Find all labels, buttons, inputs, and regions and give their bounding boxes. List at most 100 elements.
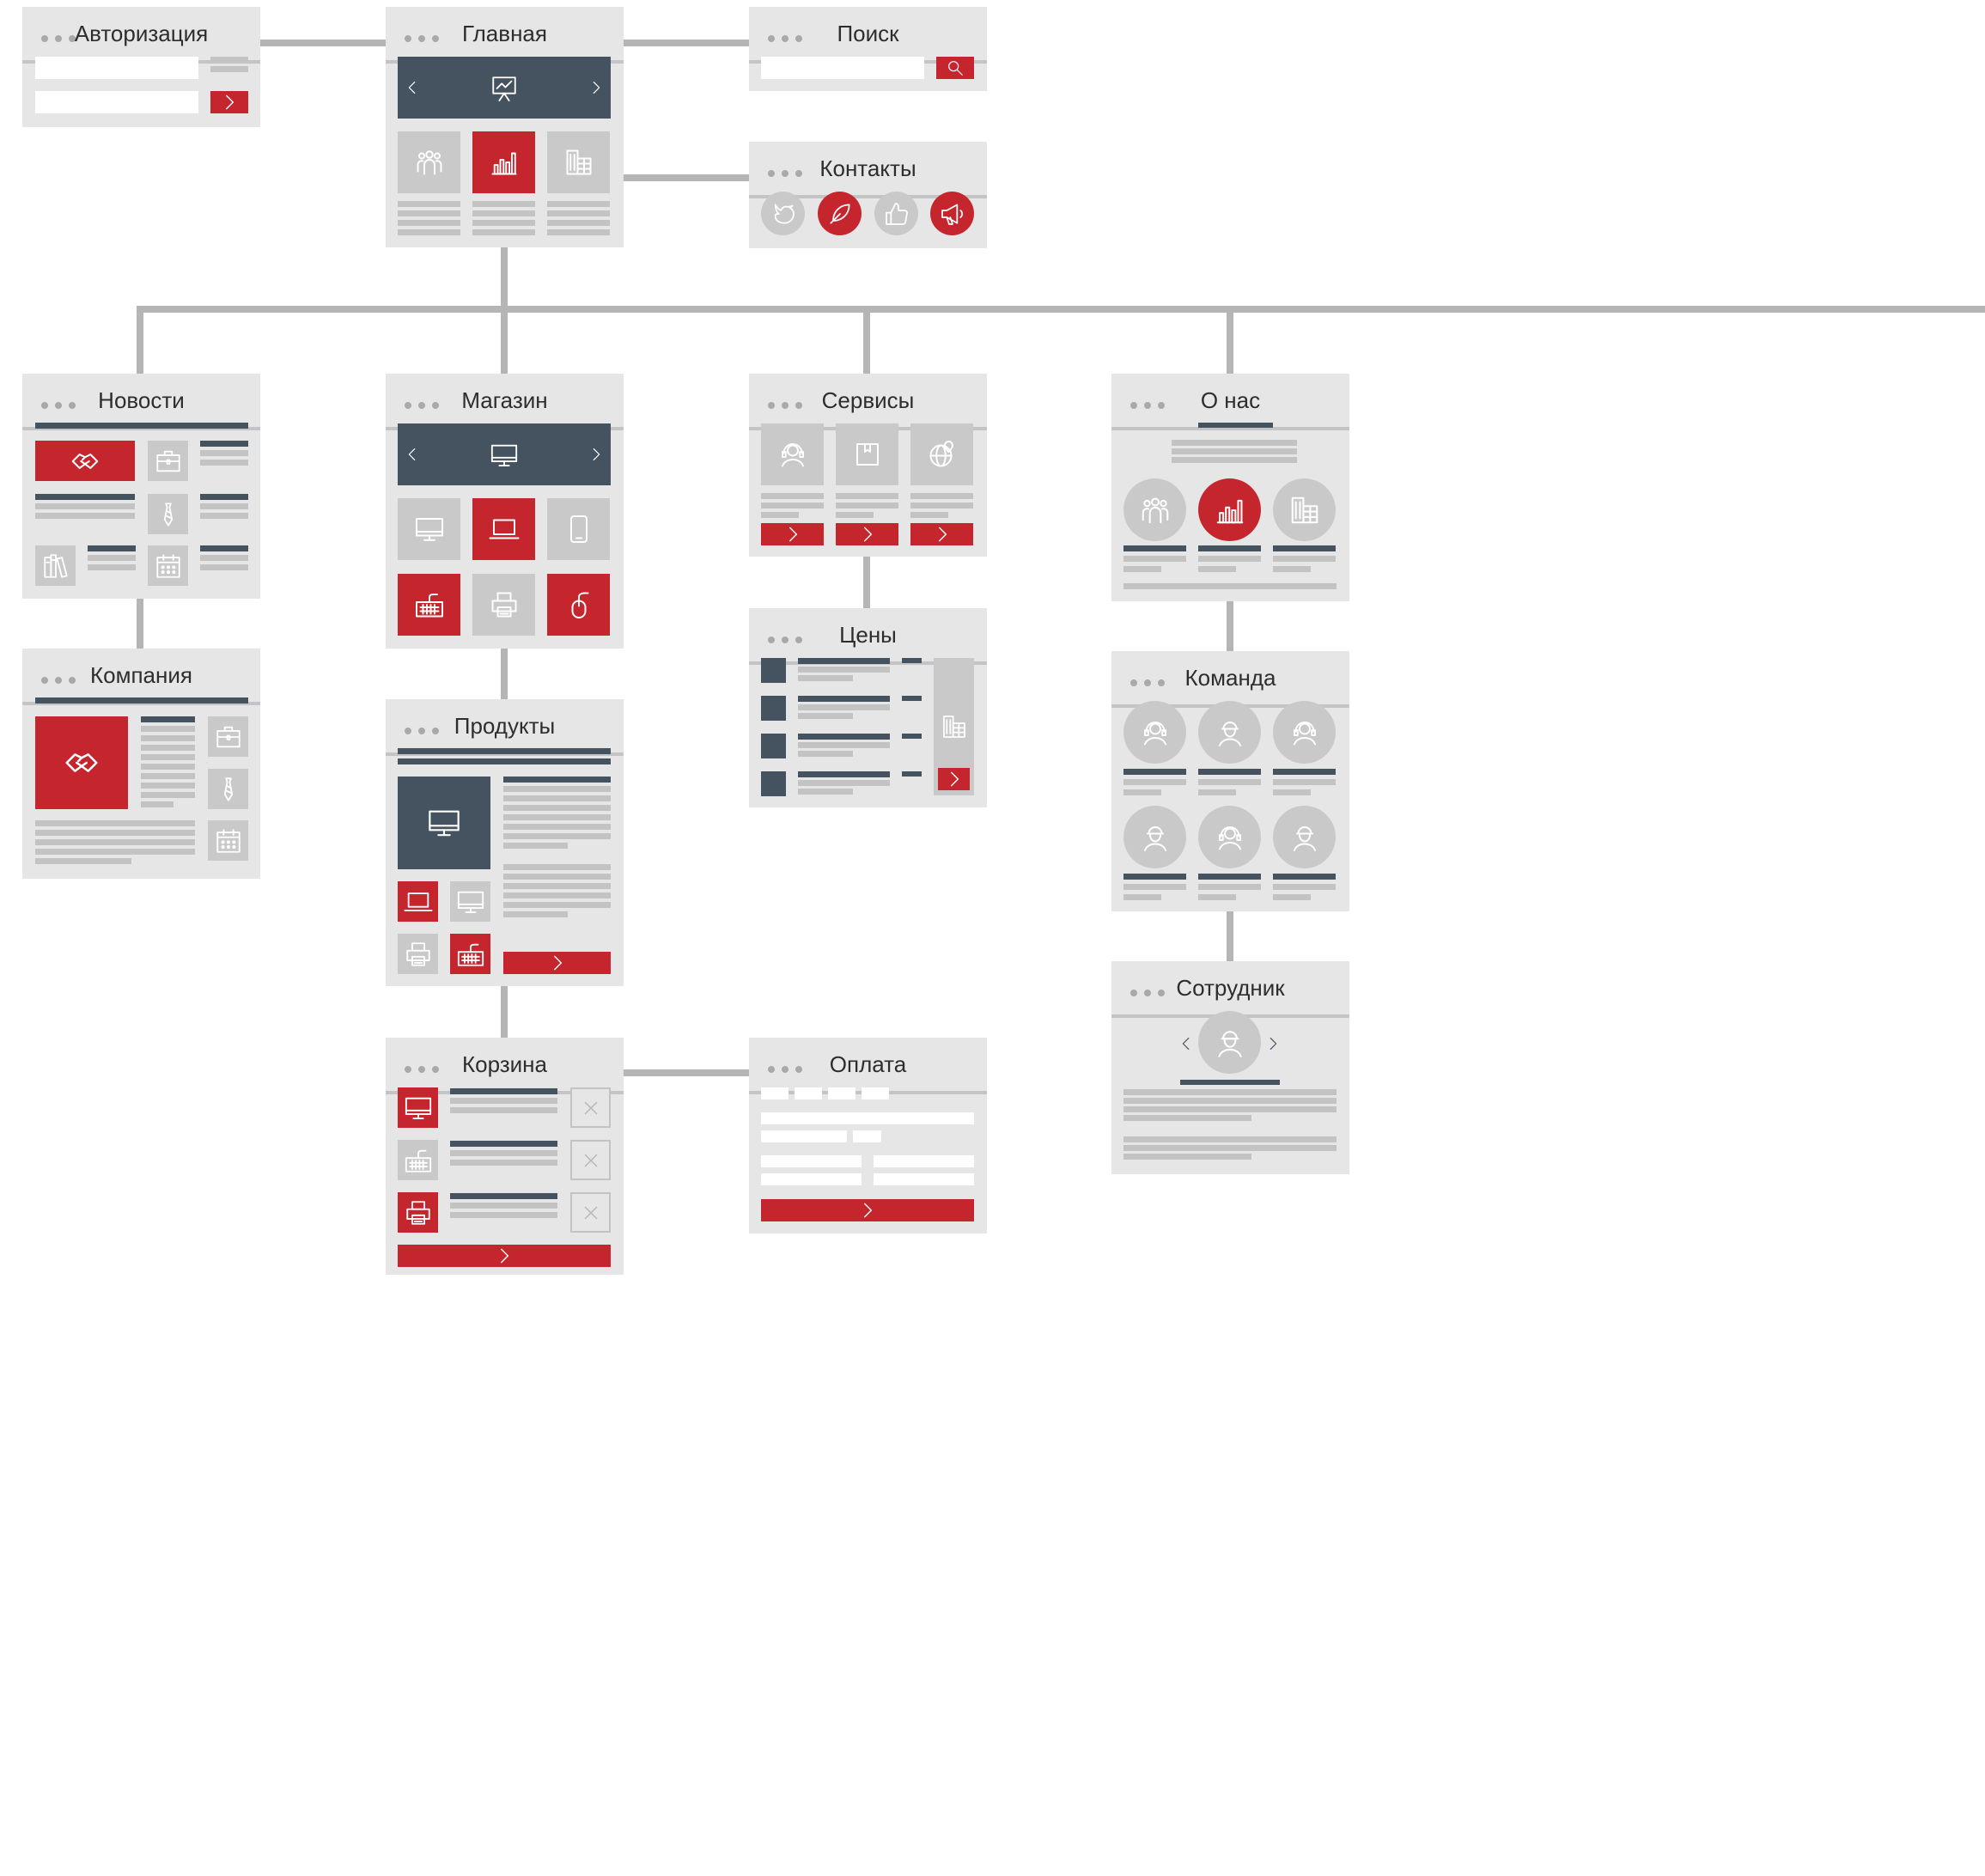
login-button[interactable]	[210, 91, 248, 113]
city-field[interactable]	[874, 1155, 974, 1167]
window-dots	[41, 31, 82, 42]
headset-icon-tile[interactable]	[1123, 701, 1186, 764]
worker-icon-tile[interactable]	[1273, 806, 1336, 868]
cvc-field[interactable]	[853, 1130, 881, 1142]
service-button[interactable]	[836, 523, 898, 545]
expiry-field[interactable]	[761, 1130, 847, 1142]
headset-icon-tile[interactable]	[1198, 806, 1261, 868]
remove-item-button[interactable]	[570, 1140, 611, 1180]
card-number-field[interactable]	[795, 1087, 822, 1099]
handshake-icon-tile[interactable]	[35, 441, 135, 481]
briefcase-icon-tile[interactable]	[148, 441, 188, 481]
search-input[interactable]	[761, 57, 924, 79]
text-line	[547, 220, 610, 226]
calendar-icon-tile[interactable]	[148, 545, 188, 586]
buildings-icon-tile[interactable]	[547, 131, 610, 193]
buy-button[interactable]	[503, 952, 611, 974]
monitor-icon-tile[interactable]	[398, 498, 460, 560]
printer-icon-tile[interactable]	[398, 934, 438, 974]
text-line	[200, 441, 248, 447]
text-line	[35, 830, 195, 836]
card-number-field[interactable]	[862, 1087, 889, 1099]
text-line	[1198, 769, 1261, 775]
mouse-icon-tile[interactable]	[547, 574, 610, 636]
globe-pin-icon-tile[interactable]	[910, 423, 973, 485]
headset-icon-tile[interactable]	[1273, 701, 1336, 764]
thumbs-up-icon-tile[interactable]	[874, 192, 918, 235]
pay-button[interactable]	[761, 1199, 974, 1221]
tablet-icon-tile[interactable]	[547, 498, 610, 560]
headset-icon	[1218, 825, 1241, 850]
remove-item-button[interactable]	[570, 1192, 611, 1233]
text-line	[1123, 1154, 1251, 1160]
text-line	[141, 792, 195, 798]
chevron-right-icon-tile[interactable]	[1263, 1032, 1282, 1056]
worker-icon-tile[interactable]	[1198, 701, 1261, 764]
headset-icon-tile[interactable]	[761, 423, 824, 485]
login-field[interactable]	[35, 57, 198, 79]
feather-icon	[829, 203, 850, 224]
people-icon-tile[interactable]	[1123, 478, 1186, 541]
email-field[interactable]	[874, 1173, 974, 1185]
text-line	[1273, 789, 1311, 795]
monitor-icon-tile[interactable]	[398, 1087, 438, 1128]
feather-icon-tile[interactable]	[818, 192, 862, 235]
chevron-left-icon-tile[interactable]	[403, 442, 422, 466]
text-line	[503, 795, 611, 801]
box-icon-tile[interactable]	[836, 423, 898, 485]
payment-window-header: Оплата	[749, 1038, 987, 1094]
bar-chart-icon-tile[interactable]	[1198, 478, 1261, 541]
name-field[interactable]	[761, 1112, 974, 1124]
chevron-left-icon-tile[interactable]	[1177, 1032, 1196, 1056]
text-line	[836, 512, 874, 518]
text-line	[200, 564, 248, 570]
bar-chart-icon-tile[interactable]	[472, 131, 535, 193]
bird-icon-tile[interactable]	[761, 192, 805, 235]
text-line	[547, 201, 610, 207]
worker-icon-tile[interactable]	[1123, 806, 1186, 868]
chevron-right-icon	[950, 771, 959, 787]
keyboard-icon-tile[interactable]	[398, 1140, 438, 1180]
tie-icon-tile[interactable]	[148, 494, 188, 534]
megaphone-icon-tile[interactable]	[930, 192, 974, 235]
text-line	[398, 748, 611, 754]
handshake-icon-tile[interactable]	[35, 716, 128, 809]
checkout-button[interactable]	[398, 1245, 611, 1267]
printer-icon-tile[interactable]	[472, 574, 535, 636]
text-line	[1198, 545, 1261, 551]
text-line	[200, 545, 248, 551]
chevron-left-icon-tile[interactable]	[403, 76, 422, 100]
address-field[interactable]	[761, 1155, 862, 1167]
service-button[interactable]	[910, 523, 973, 545]
chevron-right-icon	[553, 955, 562, 971]
laptop-icon-tile[interactable]	[472, 498, 535, 560]
news-window-title: Новости	[98, 387, 185, 413]
connector-line	[863, 557, 870, 608]
search-icon-tile[interactable]	[936, 57, 974, 79]
monitor-icon-tile[interactable]	[450, 881, 490, 922]
buildings-icon-tile[interactable]	[1273, 478, 1336, 541]
chevron-right-icon-tile[interactable]	[587, 76, 606, 100]
books-icon-tile[interactable]	[35, 545, 76, 586]
card-number-field[interactable]	[828, 1087, 855, 1099]
tie-icon-tile[interactable]	[208, 769, 248, 809]
printer-icon-tile[interactable]	[398, 1192, 438, 1233]
password-field[interactable]	[35, 91, 198, 113]
connector-line	[1227, 911, 1233, 961]
card-number-field[interactable]	[761, 1087, 789, 1099]
keyboard-icon-tile[interactable]	[450, 934, 490, 974]
monitor-icon	[457, 891, 484, 913]
briefcase-icon-tile[interactable]	[208, 716, 248, 757]
text-line	[398, 201, 460, 207]
chevron-right-icon-tile[interactable]	[587, 442, 606, 466]
service-button[interactable]	[761, 523, 824, 545]
remove-item-button[interactable]	[570, 1087, 611, 1128]
monitor-icon-tile[interactable]	[398, 777, 490, 869]
people-icon-tile[interactable]	[398, 131, 460, 193]
keyboard-icon-tile[interactable]	[398, 574, 460, 636]
pricing-button[interactable]	[938, 768, 970, 790]
phone-field[interactable]	[761, 1173, 862, 1185]
calendar-icon-tile[interactable]	[208, 820, 248, 861]
bar-chart-icon	[491, 152, 516, 175]
laptop-icon-tile[interactable]	[398, 881, 438, 922]
